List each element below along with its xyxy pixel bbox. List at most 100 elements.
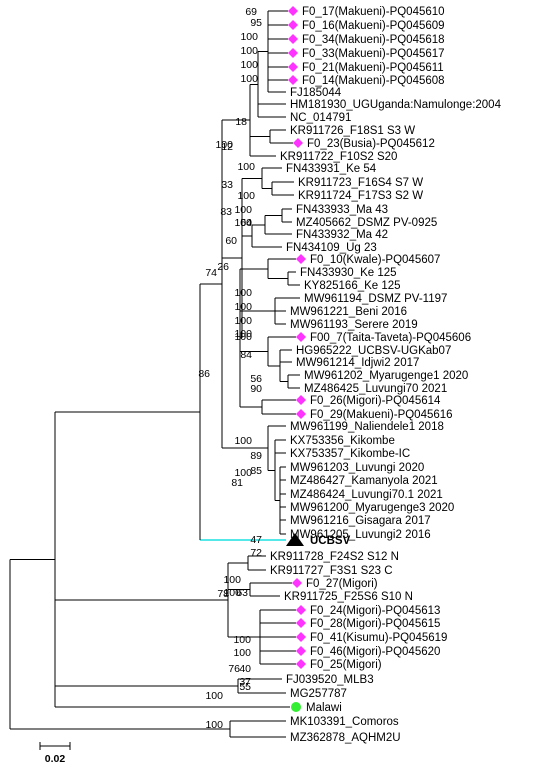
tip-label: KR911725_F25S6 S10 N: [284, 591, 413, 603]
tip-label: F0_24(Migori)-PQ045613: [310, 605, 440, 617]
tip-label: MW961200_Myarugenge3 2020: [290, 502, 454, 514]
support-value: 100: [240, 73, 258, 85]
diamond-marker-icon: [293, 138, 303, 148]
tip-label: F0_28(Migori)-PQ045615: [310, 618, 440, 630]
tip-label: F0_21(Makueni)-PQ045611: [302, 62, 444, 74]
support-value: 12: [221, 141, 233, 153]
tip-label: F0_10(Kwale)-PQ045607: [310, 254, 440, 266]
diamond-marker-icon: [296, 395, 306, 405]
triangle-marker-icon: [286, 533, 304, 546]
tip-label: F0_27(Migori): [306, 578, 378, 590]
tip-label: F0_33(Makueni)-PQ045617: [302, 48, 445, 60]
support-value: 100: [240, 31, 258, 43]
support-value: 74: [205, 267, 217, 279]
tip-label: MZ362878_AQHM2U: [290, 732, 401, 744]
tip-label: KR911727_F3S1 S23 C: [270, 565, 393, 577]
support-value: 100: [237, 161, 255, 173]
support-value: 40: [239, 663, 251, 675]
diamond-marker-icon: [288, 75, 298, 85]
tip-label: MW961216_Gisagara 2017: [290, 515, 431, 527]
support-value: 26: [217, 261, 229, 273]
tip-label: MW961194_DSMZ PV-1197: [304, 293, 447, 305]
tip-label: F0_23(Busia)-PQ045612: [307, 138, 435, 150]
tip-label: KR911722_F10S2 S20: [280, 151, 397, 163]
support-value: 100: [234, 315, 252, 327]
tip-label: MW961205_Luvungi2 2016: [290, 529, 431, 541]
support-value: 33: [221, 179, 233, 191]
diamond-marker-icon: [296, 605, 306, 615]
tip-label: MW961214_Idjwi2 2017: [296, 357, 419, 369]
support-value: 100: [234, 287, 252, 299]
diamond-marker-icon: [288, 48, 298, 58]
support-value: 100: [234, 331, 252, 343]
support-value: 100: [234, 204, 252, 216]
tip-label: MW961202_Myarugenge1 2020: [304, 370, 468, 382]
tip-label: Malawi: [306, 702, 342, 714]
tip-label: MW961203_Luvungi 2020: [290, 462, 424, 474]
tip-label: MZ405662_DSMZ PV-0925: [296, 217, 437, 229]
support-value: 100: [240, 45, 258, 57]
support-value: 100: [234, 435, 252, 447]
diamond-marker-icon: [296, 618, 306, 628]
tip-label: FN433933_Ma 43: [296, 204, 388, 216]
tip-label: FJ039520_MLB3: [286, 674, 374, 686]
tip-label: KR911728_F24S2 S12 N: [270, 551, 399, 563]
tip-label: F0_46(Migori)-PQ045620: [310, 646, 440, 658]
tip-label: FN433930_Ke 125: [300, 267, 397, 279]
diamond-marker-icon: [288, 62, 298, 72]
tip-label: MK103391_Comoros: [290, 716, 399, 728]
support-values: 6995100100100100181210033100100835460100…: [198, 6, 262, 731]
diamond-marker-icon: [296, 646, 306, 656]
support-value: 55: [239, 681, 251, 693]
tip-label: MZ486424_Luvungi70.1 2021: [290, 489, 443, 501]
support-value: 100: [205, 690, 223, 702]
support-value: 47: [250, 534, 262, 546]
support-value: 69: [245, 6, 257, 18]
tip-markers: [286, 6, 306, 712]
support-value: 100: [234, 217, 252, 229]
support-value: 85: [250, 465, 262, 477]
tip-label: MZ486425_Luvungi70 2021: [304, 383, 447, 395]
support-value: 72: [250, 547, 262, 559]
support-value: 84: [240, 349, 252, 361]
support-value: 63: [236, 587, 248, 599]
tip-label: F0_26(Migori)-PQ045614: [310, 395, 441, 407]
diamond-marker-icon: [296, 659, 306, 669]
tip-label: KR911726_F18S1 S3 W: [290, 125, 415, 137]
tree-branches: [9, 10, 300, 738]
tip-label: KY825166_Ke 125: [304, 280, 401, 292]
support-value: 100: [234, 328, 252, 340]
tip-label: F0_34(Makueni)-PQ045618: [302, 34, 445, 46]
diamond-marker-icon: [296, 632, 306, 642]
tip-label: F0_29(Makueni)-PQ045616: [310, 409, 453, 421]
support-value: 76: [228, 663, 240, 675]
support-value: 89: [250, 450, 262, 462]
support-value: 90: [250, 383, 262, 395]
tip-label: FJ185044: [290, 87, 342, 99]
support-value: 78: [217, 588, 229, 600]
support-value: 100: [223, 587, 241, 599]
support-value: 60: [225, 235, 237, 247]
tip-labels: F0_17(Makueni)-PQ045610F0_16(Makueni)-PQ…: [270, 6, 502, 744]
tip-label: HM181930_UGUganda:Namulonge:2004: [290, 99, 502, 111]
tip-label: MW961199_Naliendele1 2018: [290, 421, 444, 433]
support-value: 100: [205, 719, 223, 731]
diamond-marker-icon: [288, 20, 298, 30]
tip-label: F0_25(Migori): [310, 659, 382, 671]
support-value: 100: [234, 301, 252, 313]
diamond-marker-icon: [292, 578, 302, 588]
support-value: 37: [239, 676, 251, 688]
tip-label: KX753356_Kikombe: [290, 435, 395, 447]
tip-label: MW961221_Beni 2016: [290, 306, 407, 318]
tip-label: HG965222_UCBSV-UGKab07: [296, 345, 451, 357]
support-value: 83: [220, 206, 232, 218]
tip-label: F00_7(Taita-Taveta)-PQ045606: [310, 332, 471, 344]
diamond-marker-icon: [288, 34, 298, 44]
tip-label: F0_16(Makueni)-PQ045609: [302, 20, 445, 32]
tip-label: MW961193_Serere 2019: [290, 319, 418, 331]
tip-label: KR911724_F17S3 S2 W: [298, 190, 423, 202]
support-value: 95: [250, 17, 262, 29]
tip-label: FN433932_Ma 42: [296, 229, 388, 241]
support-value: 100: [240, 59, 258, 71]
